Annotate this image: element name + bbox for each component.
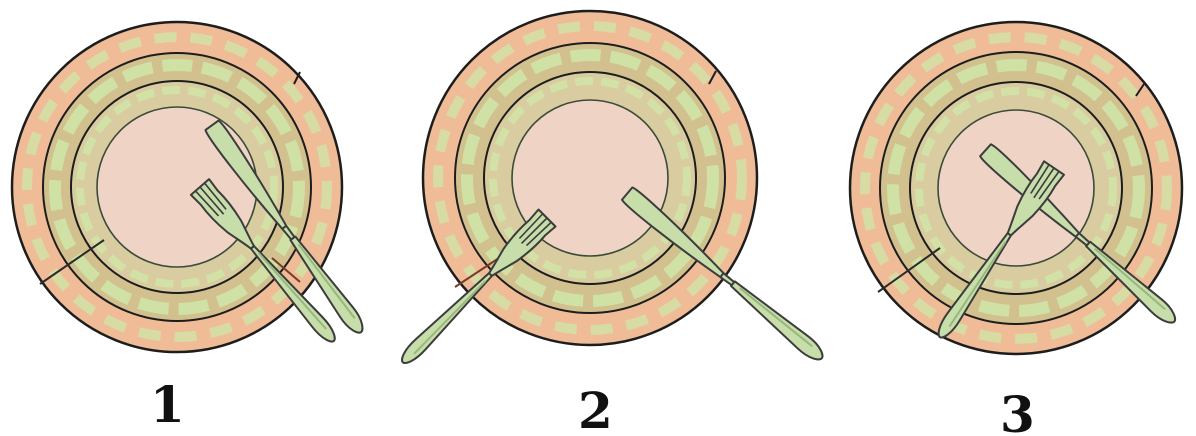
place-setting-3: 3 <box>850 22 1182 436</box>
place-number-1: 1 <box>150 375 185 434</box>
place-number-2: 2 <box>578 381 613 436</box>
place-number-3: 3 <box>1000 385 1035 436</box>
place-setting-2: 2 <box>394 11 828 436</box>
place-setting-1: 1 <box>12 22 369 434</box>
